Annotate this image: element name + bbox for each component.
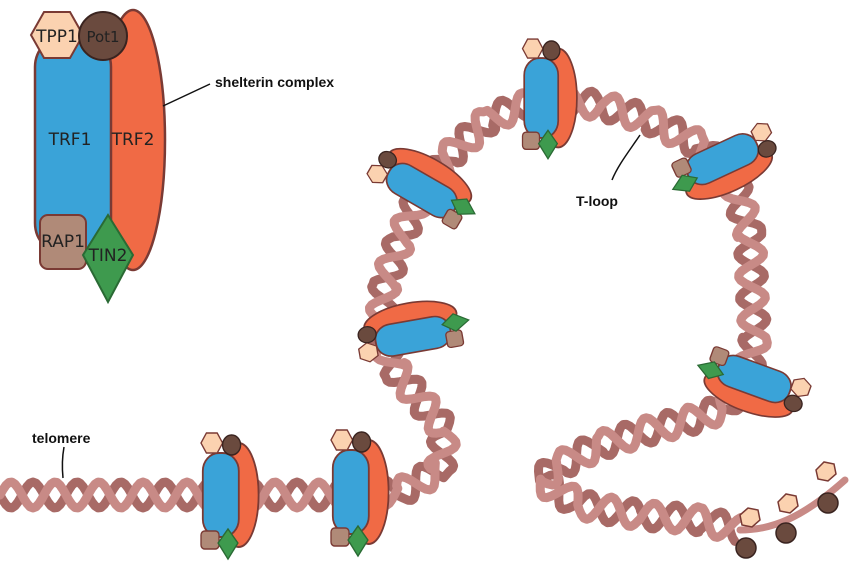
- trf2-label: TRF2: [111, 130, 155, 150]
- shelterin-complex-label: shelterin complex: [215, 74, 334, 90]
- single-strand-overhang: [736, 476, 849, 534]
- shelterin-legend: TPP1 Pot1 TRF1 TRF2 RAP1 TIN2: [29, 8, 167, 305]
- pot1-label: Pot1: [86, 28, 119, 46]
- complex-linear-2: [330, 429, 390, 557]
- rap1-protein: [39, 214, 87, 270]
- t-loop-label: T-loop: [576, 193, 618, 209]
- dna-strand: [0, 85, 772, 542]
- dna-helix: [0, 83, 849, 546]
- telomere-label: telomere: [32, 430, 91, 446]
- pot1-protein: [78, 11, 128, 61]
- trf1-label: TRF1: [48, 130, 92, 150]
- callouts: shelterin complex T-loop telomere: [32, 74, 641, 479]
- tin2-protein: [81, 213, 135, 305]
- overhang-bound-proteins: [735, 461, 839, 559]
- rap1-label: RAP1: [41, 232, 85, 252]
- tin2-label: TIN2: [88, 246, 128, 266]
- complex-linear-1: [200, 432, 260, 560]
- complex-loop-top: [521, 38, 578, 160]
- tpp1-label: TPP1: [35, 27, 78, 47]
